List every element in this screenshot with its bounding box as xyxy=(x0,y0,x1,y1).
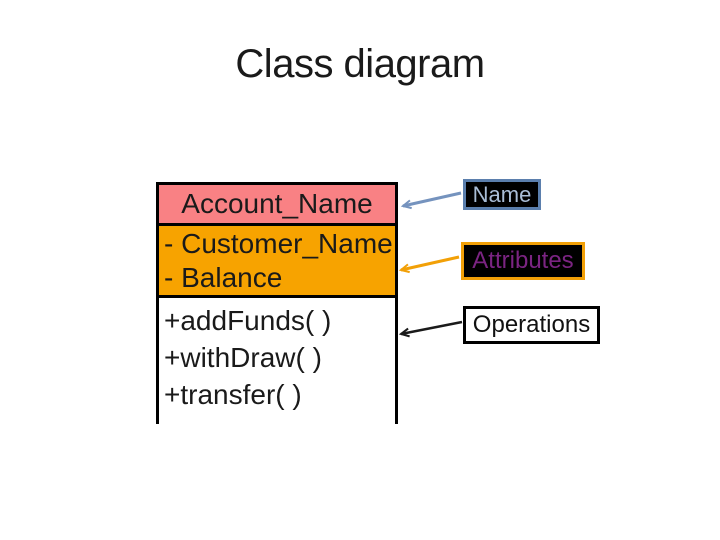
legend-operations-label: Operations xyxy=(463,306,600,344)
uml-class-box: Account_Name - Customer_Name - Balance +… xyxy=(156,182,398,424)
attributes-connector-arrow xyxy=(398,255,460,274)
attribute-item: - Customer_Name xyxy=(164,228,393,259)
class-operations-compartment: +addFunds( ) +withDraw( ) +transfer( ) xyxy=(159,298,395,424)
attribute-item: - Balance xyxy=(164,262,283,293)
class-attributes-compartment: - Customer_Name - Balance xyxy=(159,226,395,298)
operation-item: +addFunds( ) xyxy=(164,305,332,336)
operation-item: +transfer( ) xyxy=(164,379,302,410)
legend-name-label: Name xyxy=(463,179,541,210)
operation-item: +withDraw( ) xyxy=(164,342,322,373)
class-name-compartment: Account_Name xyxy=(159,185,395,226)
slide-title: Class diagram xyxy=(235,42,485,86)
legend-attributes-label: Attributes xyxy=(461,242,585,280)
name-connector-arrow xyxy=(400,191,462,210)
operations-connector-arrow xyxy=(398,320,463,338)
